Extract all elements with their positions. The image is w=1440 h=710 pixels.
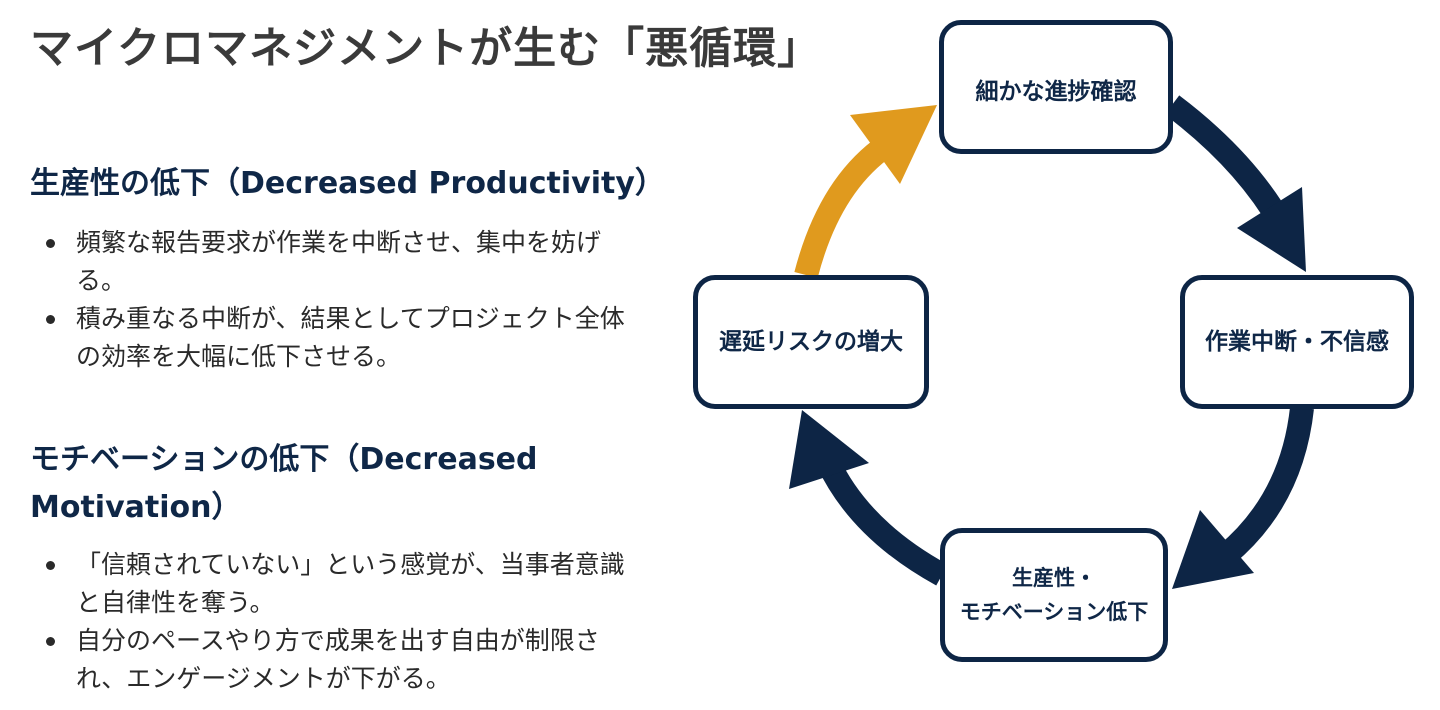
arrow-icon-2 [1172,406,1314,589]
bullet-text: 積み重なる中断が、結果としてプロジェクト全体の効率を大幅に低下させる。 [76,304,625,371]
bullet-text: 自分のペースやり方で成果を出す自由が制限され、エンゲージメントが下がる。 [76,626,600,693]
bullet-dot-icon [46,239,55,248]
node-label-group: 生産性・ モチベーション低下 [960,561,1149,629]
bullet-list-productivity: 頻繁な報告要求が作業を中断させ、集中を妨げる。 積み重なる中断が、結果としてプロ… [42,224,642,376]
bullet-item: 頻繁な報告要求が作業を中断させ、集中を妨げる。 [42,224,642,300]
bullet-dot-icon [46,561,55,570]
section-heading-motivation: モチベーションの低下（Decreased Motivation） [30,442,538,525]
bullet-text: 頻繁な報告要求が作業を中断させ、集中を妨げる。 [76,228,602,295]
cycle-node-productivity-motivation-decline: 生産性・ モチベーション低下 [940,528,1168,662]
bullet-list-motivation: 「信頼されていない」という感覚が、当事者意識と自律性を奪う。 自分のペースやり方… [42,546,642,698]
arrow-icon-1 [1164,95,1306,272]
node-label-line1: 生産性・ [1012,566,1096,590]
section-heading-productivity: 生産性の低下（Decreased Productivity） [30,166,665,201]
arrow-icon-3 [789,410,948,586]
node-label: 作業中断・不信感 [1205,329,1389,355]
bullet-item: 自分のペースやり方で成果を出す自由が制限され、エンゲージメントが下がる。 [42,622,642,698]
bullet-text: 「信頼されていない」という感覚が、当事者意識と自律性を奪う。 [76,550,625,617]
cycle-node-delay-risk: 遅延リスクの増大 [693,275,929,409]
bullet-item: 「信頼されていない」という感覚が、当事者意識と自律性を奪う。 [42,546,642,622]
bullet-dot-icon [46,637,55,646]
bullet-item: 積み重なる中断が、結果としてプロジェクト全体の効率を大幅に低下させる。 [42,300,642,376]
bullet-dot-icon [46,315,55,324]
page-title: マイクロマネジメントが生む「悪循環」 [30,24,822,74]
arrow-icon-highlight [794,105,937,279]
cycle-node-progress-check: 細かな進捗確認 [939,20,1173,154]
node-label-line2: モチベーション低下 [959,600,1149,624]
node-label: 細かな進捗確認 [975,79,1137,105]
node-label: 遅延リスクの増大 [719,329,903,355]
cycle-node-interruption-distrust: 作業中断・不信感 [1180,275,1414,409]
